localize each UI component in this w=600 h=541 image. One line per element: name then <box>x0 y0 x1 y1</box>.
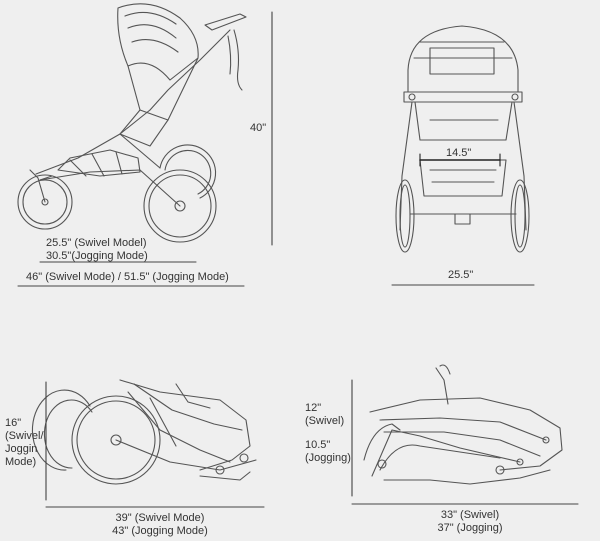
folded-b-height-swivel-mode-label: (Swivel) <box>305 415 345 427</box>
folded-b-height-swivel-label: 12" <box>305 402 322 414</box>
folded-a-wheel-large <box>71 395 161 485</box>
folded-a-length-label-1: 39" (Swivel Mode) <box>115 512 205 524</box>
length-total-label: 46" (Swivel Mode) / 51.5" (Jogging Mode) <box>26 271 229 283</box>
folded-a-height-label-1: 16" <box>5 417 22 429</box>
stroller-rear-view <box>395 25 530 253</box>
depth-jogging-label: 30.5"(Jogging Mode) <box>46 250 148 262</box>
folded-a-length-label-2: 43" (Jogging Mode) <box>112 525 208 537</box>
folded-a-height-label-4: Mode) <box>5 456 37 468</box>
stroller-side-view <box>17 3 247 243</box>
stroller-folded-view-b <box>363 364 563 485</box>
side-rear-wheel <box>143 169 217 243</box>
folded-b-length-label-2: 37" (Jogging) <box>437 522 503 534</box>
stroller-folded-view-a <box>31 379 257 485</box>
rear-left-wheel <box>395 179 415 253</box>
seat-width-label: 14.5" <box>446 147 472 159</box>
side-mid-wheel <box>159 144 217 199</box>
rear-right-wheel <box>510 179 530 253</box>
folded-b-height-jog-mode-label: (Jogging) <box>305 452 351 464</box>
overall-width-label: 25.5" <box>448 269 474 281</box>
depth-swivel-label: 25.5" (Swivel Model) <box>46 237 147 249</box>
folded-b-height-jog-label: 10.5" <box>305 439 331 451</box>
side-front-wheel <box>17 174 73 230</box>
folded-a-height-label-3: Joggin <box>5 443 38 455</box>
height-label: 40" <box>250 122 267 134</box>
folded-a-height-label-2: (Swivel/ <box>5 430 44 442</box>
folded-b-length-label-1: 33" (Swivel) <box>440 509 500 521</box>
